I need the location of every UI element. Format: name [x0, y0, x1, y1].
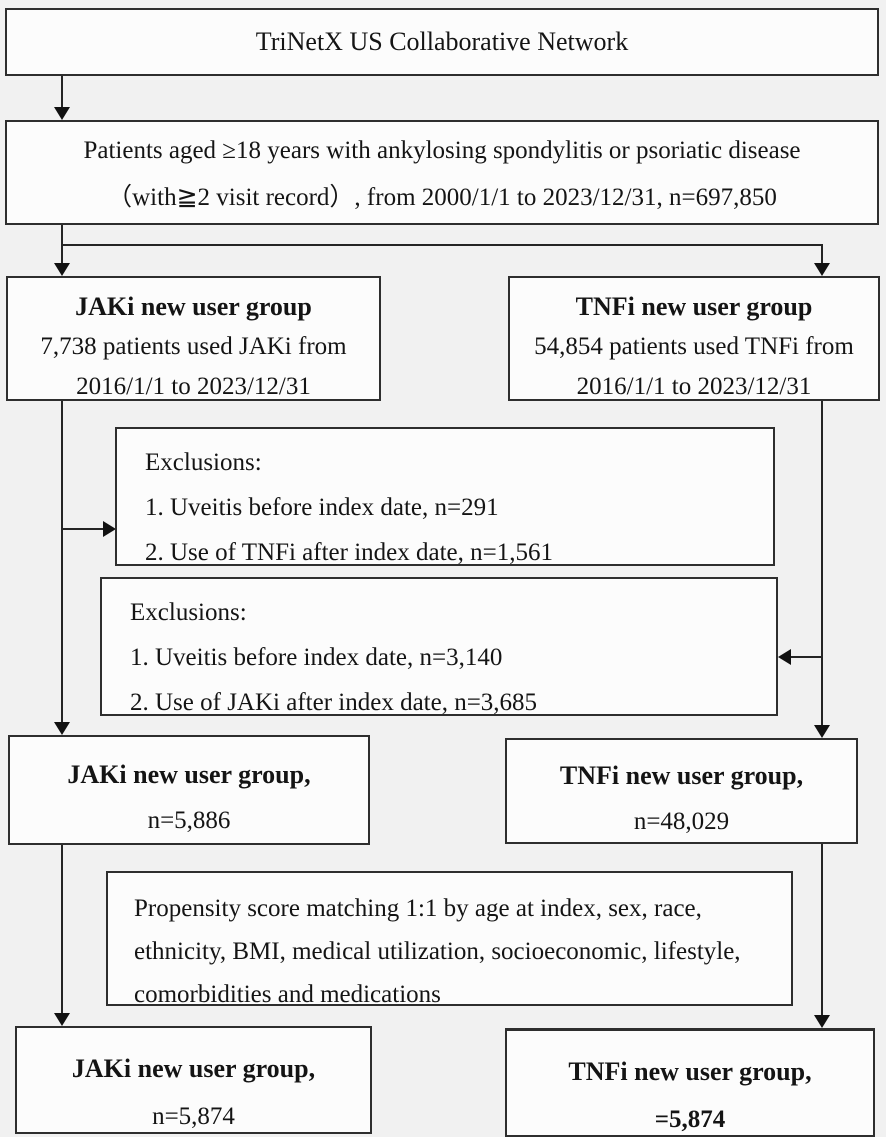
jaki-exclusions-item1: 1. Uveitis before index date, n=291: [145, 494, 499, 521]
jaki-eligible-title: JAKi new user group,: [67, 760, 311, 789]
tnfi-matched-box: TNFi new user group, =5,874: [505, 1028, 875, 1137]
psm-line3: comorbidities and medications: [134, 981, 441, 1008]
jaki-eligible-count: n=5,886: [147, 807, 231, 834]
tnfi-matched-count: =5,874: [654, 1106, 726, 1133]
jaki-initial-line2: 2016/1/1 to 2023/12/31: [76, 373, 311, 400]
jaki-matched-count: n=5,874: [152, 1103, 235, 1130]
tnfi-eligible-box: TNFi new user group, n=48,029: [505, 738, 858, 844]
arrowhead-down-jaki-matched: [54, 1013, 70, 1026]
connector-jaki-rail: [61, 401, 63, 723]
jaki-eligible-box: JAKi new user group, n=5,886: [8, 735, 370, 845]
jaki-matched-box: JAKi new user group, n=5,874: [15, 1026, 372, 1134]
arrowhead-left-tnfi-exclusions: [778, 649, 791, 665]
source-box-text: TriNetX US Collaborative Network: [255, 27, 629, 56]
connector-tnfi-exclusions: [791, 656, 821, 658]
jaki-exclusions-title: Exclusions:: [145, 449, 262, 476]
psm-line1: Propensity score matching 1:1 by age at …: [134, 895, 702, 922]
arrowhead-down-jaki-eligible: [54, 722, 70, 735]
arrowhead-down-tnfi-eligible: [814, 725, 830, 738]
arrowhead-down-tnfi-matched: [814, 1015, 830, 1028]
tnfi-exclusions-title: Exclusions:: [130, 599, 247, 626]
jaki-initial-line1: 7,738 patients used JAKi from: [40, 333, 347, 360]
jaki-initial-box: JAKi new user group 7,738 patients used …: [6, 276, 381, 401]
jaki-exclusions-box: Exclusions: 1. Uveitis before index date…: [115, 427, 775, 566]
connector-tnfi-rail: [821, 401, 823, 726]
tnfi-matched-title: TNFi new user group,: [568, 1057, 812, 1086]
tnfi-exclusions-item1: 1. Uveitis before index date, n=3,140: [130, 644, 503, 671]
connector-jaki-rail-psm: [61, 845, 63, 1013]
tnfi-initial-title: TNFi new user group: [575, 292, 813, 321]
population-line1: Patients aged ≥18 years with ankylosing …: [83, 137, 801, 164]
connector-jaki-exclusions: [62, 528, 103, 530]
tnfi-initial-line2: 2016/1/1 to 2023/12/31: [576, 373, 812, 400]
psm-line2: ethnicity, BMI, medical utilization, soc…: [134, 938, 741, 965]
jaki-initial-title: JAKi new user group: [75, 292, 312, 321]
arrowhead-down-population: [54, 107, 70, 120]
jaki-exclusions-item2: 2. Use of TNFi after index date, n=1,561: [145, 539, 553, 566]
arrowhead-down-tnfi-initial: [814, 263, 830, 276]
arrowhead-down-jaki-initial: [54, 263, 70, 276]
population-line2: （with≧2 visit record）, from 2000/1/1 to …: [107, 184, 777, 211]
source-box: TriNetX US Collaborative Network: [5, 8, 879, 76]
arrowhead-right-jaki-exclusions: [103, 521, 116, 537]
tnfi-initial-box: TNFi new user group 54,854 patients used…: [508, 276, 880, 401]
psm-box: Propensity score matching 1:1 by age at …: [106, 871, 793, 1008]
jaki-matched-title: JAKi new user group,: [71, 1054, 316, 1083]
tnfi-initial-line1: 54,854 patients used TNFi from: [534, 333, 854, 360]
connector-source-population: [61, 76, 63, 108]
tnfi-exclusions-box: Exclusions: 1. Uveitis before index date…: [100, 577, 778, 716]
tnfi-eligible-count: n=48,029: [633, 808, 730, 835]
tnfi-eligible-title: TNFi new user group,: [559, 761, 804, 790]
connector-tnfi-rail-psm: [821, 844, 823, 1015]
connector-population-split-right: [821, 244, 823, 263]
connector-split-horizontal: [61, 244, 823, 246]
population-box: Patients aged ≥18 years with ankylosing …: [5, 120, 879, 225]
tnfi-exclusions-item2: 2. Use of JAKi after index date, n=3,685: [130, 689, 538, 716]
